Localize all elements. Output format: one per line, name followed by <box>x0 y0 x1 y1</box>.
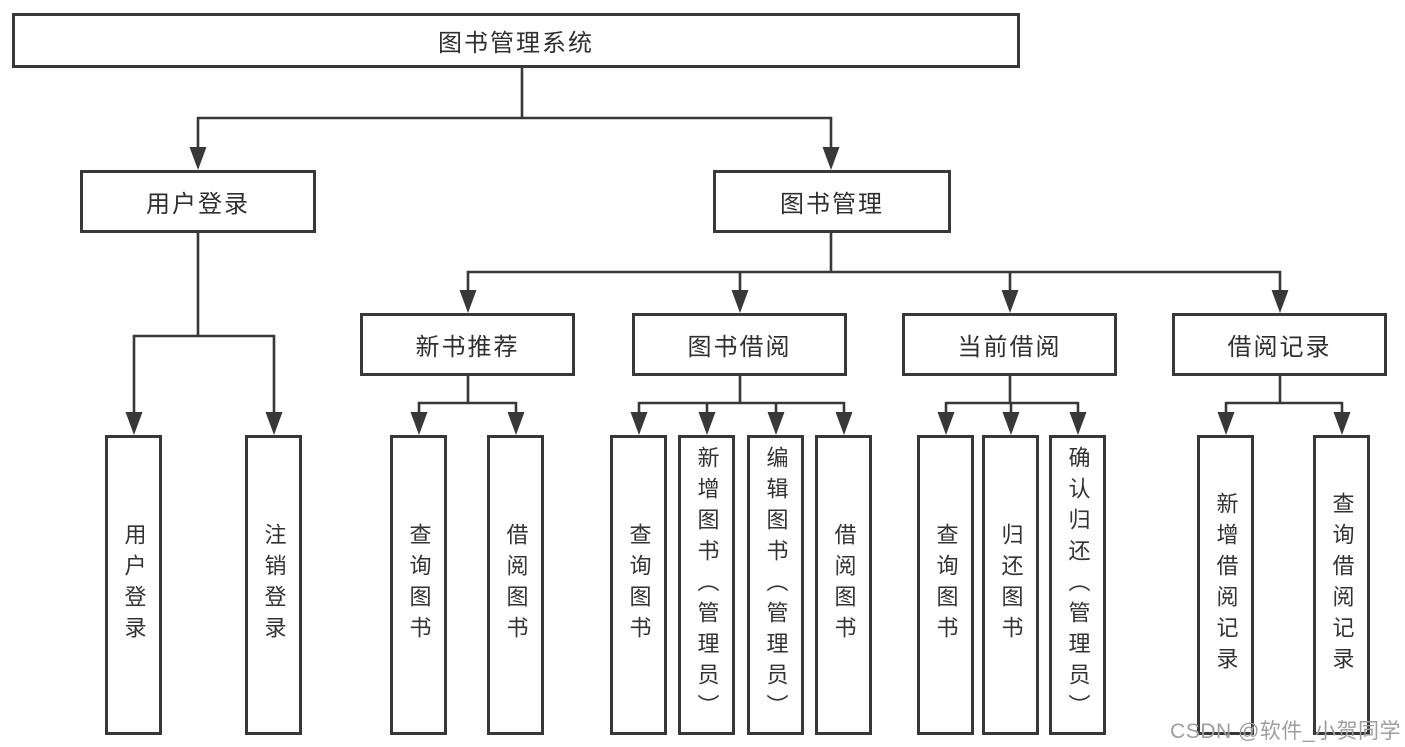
leaf-logout-login: 注销登录 <box>245 435 302 735</box>
node-user-login: 用户登录 <box>80 170 316 233</box>
leaf-label: 查询借阅记录 <box>1329 492 1355 678</box>
leaf-return-book: 归还图书 <box>982 435 1039 735</box>
leaf-edit-book-admin: 编辑图书（管理员） <box>747 435 804 735</box>
leaf-label: 查询图书 <box>406 523 432 647</box>
leaf-borrow-books-borrow: 借阅图书 <box>815 435 872 735</box>
leaf-query-borrow-record: 查询借阅记录 <box>1313 435 1370 735</box>
leaf-add-borrow-record: 新增借阅记录 <box>1197 435 1254 735</box>
leaf-label: 编辑图书（管理员） <box>763 445 789 725</box>
node-book-borrowing: 图书借阅 <box>632 313 847 376</box>
node-current-borrowing: 当前借阅 <box>902 313 1117 376</box>
leaf-label: 注销登录 <box>261 523 287 647</box>
leaf-confirm-return-admin: 确认归还（管理员） <box>1049 435 1106 735</box>
leaf-add-book-admin: 新增图书（管理员） <box>678 435 735 735</box>
leaf-user-login: 用户登录 <box>105 435 162 735</box>
leaf-label: 用户登录 <box>121 523 147 647</box>
leaf-label: 借阅图书 <box>831 523 857 647</box>
leaf-borrow-books-recommend: 借阅图书 <box>487 435 544 735</box>
watermark: CSDN @软件_小贺同学 <box>1170 720 1401 743</box>
leaf-label: 新增图书（管理员） <box>694 445 720 725</box>
node-new-book-recommendation: 新书推荐 <box>360 313 575 376</box>
leaf-query-books-borrow: 查询图书 <box>610 435 667 735</box>
node-library-management-system: 图书管理系统 <box>12 13 1020 68</box>
leaf-label: 确认归还（管理员） <box>1065 445 1091 725</box>
leaf-label: 新增借阅记录 <box>1213 492 1239 678</box>
leaf-query-books-recommend: 查询图书 <box>390 435 447 735</box>
leaf-label: 查询图书 <box>933 523 959 647</box>
leaf-query-books-current: 查询图书 <box>917 435 974 735</box>
node-book-management: 图书管理 <box>713 170 951 233</box>
leaf-label: 归还图书 <box>998 523 1024 647</box>
node-borrowing-records: 借阅记录 <box>1172 313 1387 376</box>
leaf-label: 查询图书 <box>626 523 652 647</box>
leaf-label: 借阅图书 <box>503 523 529 647</box>
